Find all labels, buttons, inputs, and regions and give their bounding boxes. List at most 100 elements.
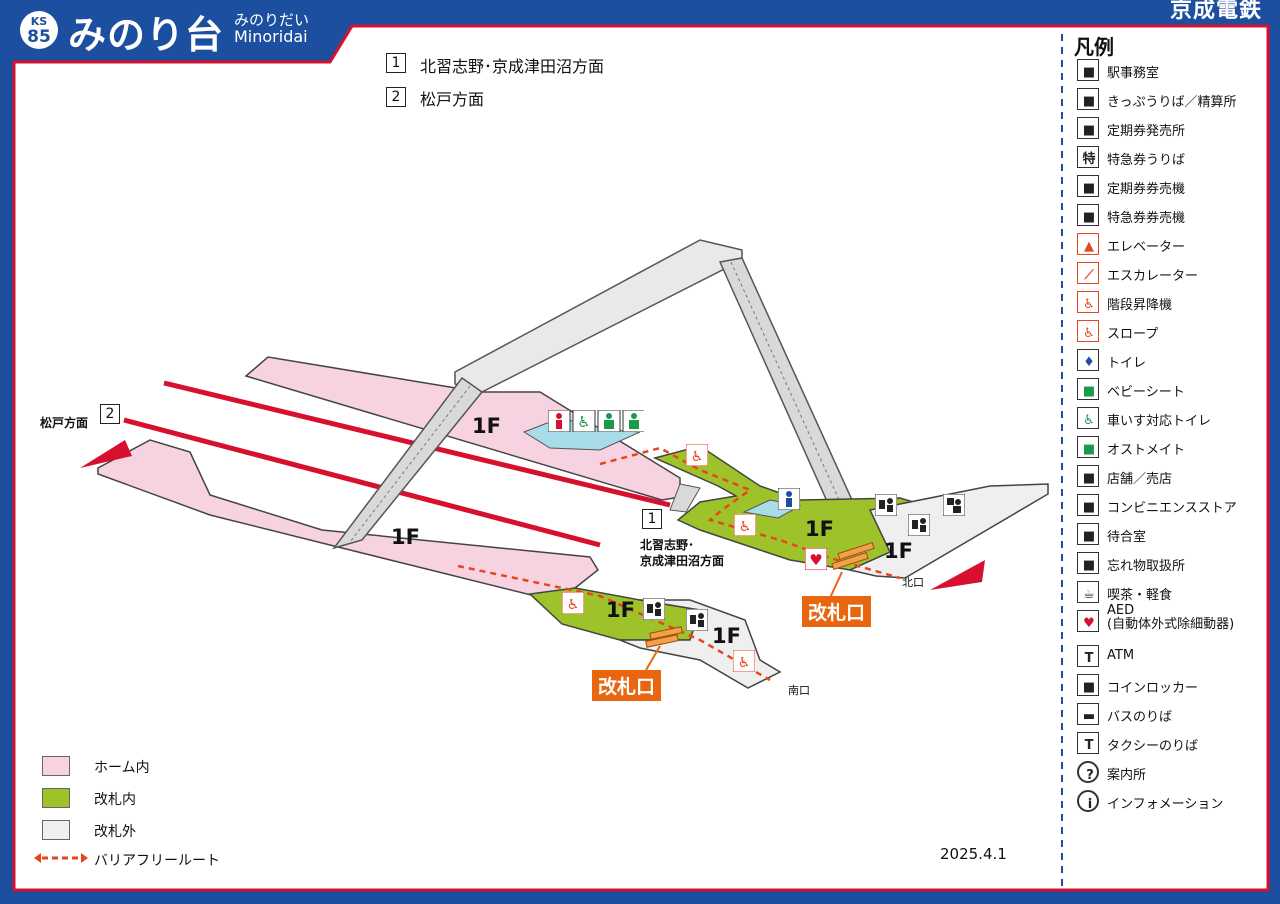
legend-item-label: (自動体外式除細動器) [1107,617,1235,632]
exit-label-south: 南口 [788,684,810,697]
svg-text:♦: ♦ [1083,355,1095,370]
legend-item-label: オストメイト [1107,443,1186,458]
coin-locker-icon: ■ [1077,674,1099,696]
svg-text:♿: ♿ [739,519,752,535]
ticket-office-icon [642,597,666,624]
legend-item-label: コインロッカー [1107,681,1199,696]
svg-text:♿: ♿ [567,597,580,613]
floor-label: 1F [606,598,635,622]
legend-item-label: 案内所 [1107,768,1147,783]
exit-label-north: 北口 [902,576,924,589]
staircase-right [718,257,854,509]
platform-number: 2 [100,404,120,424]
legend-item-label: コンビニエンスストア [1107,501,1237,516]
ticket-gate-north [831,541,875,571]
svg-text:■: ■ [1083,500,1095,515]
legend-item-label: きっぷうりば／精算所 [1107,95,1237,110]
legend-item-label: 車いす対応トイレ [1107,414,1212,429]
toilet-icon [777,487,801,514]
svg-text:i: i [1088,797,1092,812]
svg-text:♿: ♿ [1083,413,1095,428]
direction-label: 北習志野･京成津田沼方面 [420,57,605,76]
svg-text:♿: ♿ [691,449,704,465]
line-code: KS [30,15,48,28]
floor-label: 1F [884,539,913,563]
area-swatch-inside-gate [42,788,70,808]
convenience-store-icon: ■ [1077,494,1099,516]
svg-text:■: ■ [1083,210,1095,225]
direction-number: 2 [386,87,406,107]
area-label: 改札内 [94,792,136,808]
direction-arrow-left [80,440,132,468]
svg-text:♿: ♿ [577,413,590,431]
slope-icon: ♿ [561,591,585,618]
legend-item-label: 待合室 [1107,530,1147,545]
svg-text:■: ■ [1083,529,1095,544]
svg-text:■: ■ [1083,442,1095,457]
shop-icon: ■ [1077,465,1099,487]
concourse-outside-north [847,483,1049,579]
svg-text:■: ■ [1083,558,1095,573]
barrier-free-route-swatch [34,853,88,863]
baby-seat-icon: ■ [1077,378,1099,400]
legend-item-label: ATM [1107,648,1135,663]
legend-item-label: 喫茶・軽食 [1107,588,1173,603]
legend-item-label: バスのりば [1107,710,1173,725]
waiting-room-icon: ■ [1077,523,1099,545]
ticket-office-icon [907,513,931,540]
direction-label: 松戸方面 [420,90,485,109]
svg-text:■: ■ [1083,471,1095,486]
svg-text:♿: ♿ [738,655,751,671]
platform-lower [97,439,599,597]
area-label: ホーム内 [94,760,150,776]
svg-text:■: ■ [1083,680,1095,695]
svg-text:♿: ♿ [1083,326,1095,341]
elevator-icon: ▲ [1077,233,1099,255]
svg-text:⟋: ⟋ [1083,268,1094,283]
legend-item-label: 定期券発売所 [1107,124,1186,139]
svg-text:♿: ♿ [1083,297,1095,312]
svg-text:■: ■ [1083,384,1095,399]
track-line [123,417,601,548]
area-label: 改札外 [94,824,136,840]
slope-icon: ♿ [1077,320,1099,342]
escalator-icon: ⟋ [1077,262,1099,284]
bus-stop-icon: ▬ [1077,703,1099,725]
revision-date: 2025.4.1 [940,845,1007,863]
legend-item-label: AED(自動体外式除細動器) [1107,603,1235,632]
toilet-icon: ♦ [1077,349,1099,371]
svg-text:■: ■ [1083,181,1095,196]
legend-item-label: 駅事務室 [1107,66,1160,81]
floor-label: 1F [712,624,741,648]
svg-text:▲: ▲ [1084,239,1094,254]
footbridge [454,239,743,393]
station-number: 85 [27,27,51,47]
area-label: バリアフリールート [94,853,220,869]
gate-pointer [829,571,843,599]
aed-icon: ♥ [1077,610,1099,632]
ticket-gate-label: 改札口 [592,670,662,701]
svg-text:☕: ☕ [1083,587,1095,602]
pass-machine-icon: ■ [1077,175,1099,197]
station-roman: Minoridai [234,27,308,46]
area-swatch-outside-gate [42,820,70,840]
ticket-office-icon [874,493,898,520]
legend-item-label: エレベーター [1107,240,1186,255]
legend-item-label: ベビーシート [1107,385,1185,400]
staircase-small [669,483,701,513]
ticket-office-icon [685,608,709,635]
platform-direction-label: 松戸方面 [40,416,89,430]
area-swatch-platform [42,756,70,776]
floor-label: 1F [391,525,420,549]
ticket-gate-label: 改札口 [802,596,872,627]
legend-item-label: 忘れ物取扱所 [1107,559,1186,574]
floor-label: 1F [472,414,501,438]
slope-icon: ♿ [733,513,757,540]
station-kana: みのりだい [234,11,310,29]
svg-text:♥: ♥ [809,551,822,569]
information-desk-icon: i [1077,790,1099,812]
station-map [80,239,1049,689]
legend-item-label: トイレ [1107,356,1147,371]
legend-item-label: エスカレーター [1107,269,1199,284]
platform-direction-label: 北習志野･ [640,538,695,552]
